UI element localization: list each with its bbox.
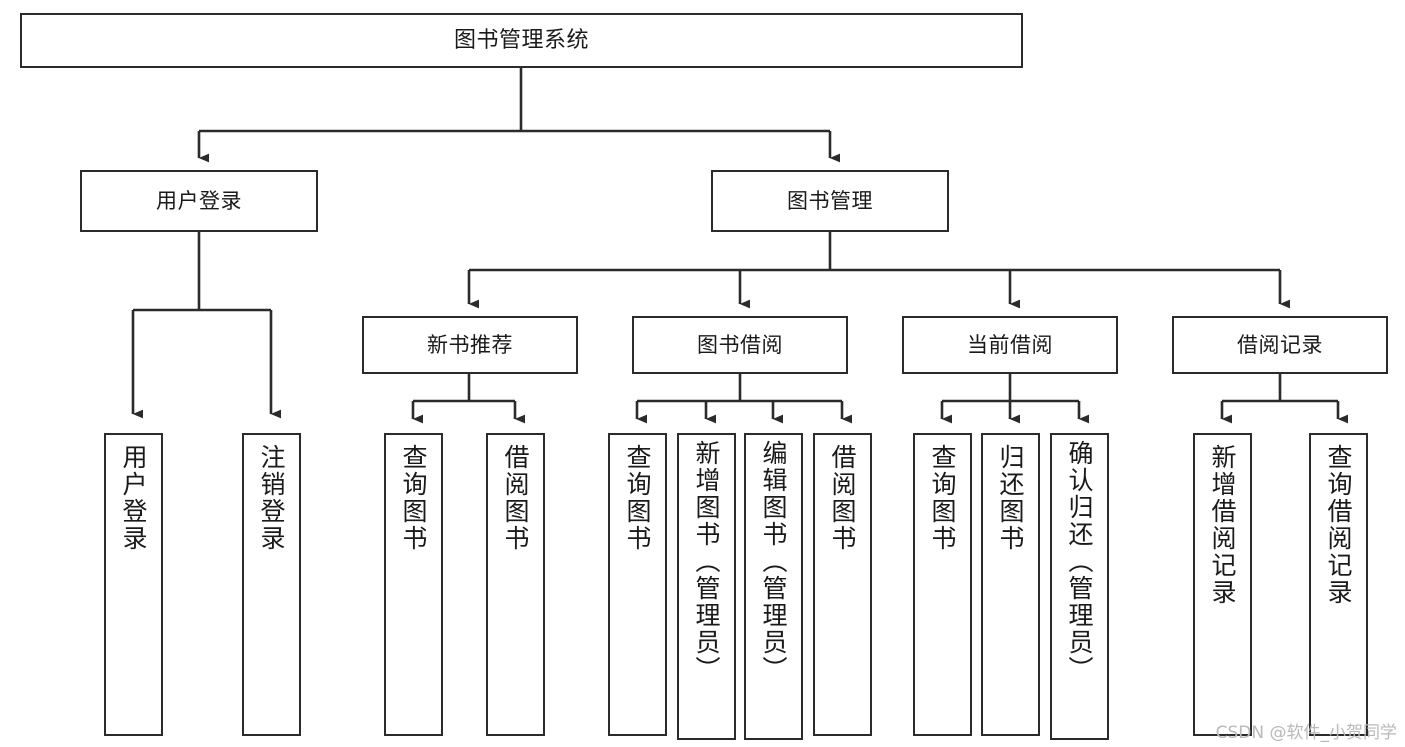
csdn-watermark: CSDN @软件_小贺同学 [1215,723,1397,743]
node-current-borrow-label: 当前借阅 [967,332,1053,357]
node-leaf-query-book-borrow[interactable]: 查询图书 [608,433,667,736]
node-leaf-borrow-book-borrow-label: 借阅图书 [828,444,857,552]
node-leaf-confirm-return-admin-label: 确认归还（管理员） [1065,440,1094,683]
node-leaf-logout-label: 注销登录 [257,444,286,552]
node-leaf-query-borrow-record[interactable]: 查询借阅记录 [1309,433,1368,736]
node-leaf-return-book-label: 归还图书 [996,444,1025,552]
connector-bookborrow-to-leaves [635,374,853,424]
node-leaf-user-login[interactable]: 用户登录 [104,433,163,736]
node-new-book-recommend[interactable]: 新书推荐 [362,316,578,374]
node-book-management-label: 图书管理 [787,188,873,213]
node-current-borrow[interactable]: 当前借阅 [902,316,1118,374]
node-leaf-logout[interactable]: 注销登录 [242,433,301,736]
node-leaf-query-borrow-record-label: 查询借阅记录 [1324,444,1353,606]
node-leaf-borrow-book-borrow[interactable]: 借阅图书 [813,433,872,736]
node-leaf-add-borrow-record[interactable]: 新增借阅记录 [1193,433,1252,736]
node-book-borrow[interactable]: 图书借阅 [632,316,848,374]
connector-borrowrecord-to-leaves [1220,374,1349,424]
node-leaf-return-book[interactable]: 归还图书 [981,433,1040,736]
node-leaf-borrow-book-recommend[interactable]: 借阅图书 [486,433,545,736]
connector-newbook-to-leaves [411,374,526,424]
node-leaf-add-borrow-record-label: 新增借阅记录 [1208,444,1237,606]
node-book-management[interactable]: 图书管理 [711,170,949,232]
node-leaf-add-book-admin[interactable]: 新增图书（管理员） [677,433,736,740]
node-leaf-borrow-book-recommend-label: 借阅图书 [501,444,530,552]
node-leaf-edit-book-admin-label: 编辑图书（管理员） [759,440,788,683]
node-root-label: 图书管理系统 [453,27,589,53]
node-user-login[interactable]: 用户登录 [80,170,318,232]
connector-bookmgmt-to-level3 [467,232,1291,309]
node-leaf-add-book-admin-label: 新增图书（管理员） [692,440,721,683]
node-leaf-user-login-label: 用户登录 [119,444,148,552]
node-leaf-query-book-recommend[interactable]: 查询图书 [384,433,443,736]
node-leaf-confirm-return-admin[interactable]: 确认归还（管理员） [1050,433,1109,740]
node-leaf-query-book-borrow-label: 查询图书 [623,444,652,552]
node-borrow-record-label: 借阅记录 [1237,332,1323,357]
node-leaf-query-book-current[interactable]: 查询图书 [913,433,972,736]
node-root-book-management-system[interactable]: 图书管理系统 [20,13,1023,68]
connector-root-to-level2 [197,68,841,163]
node-borrow-record[interactable]: 借阅记录 [1172,316,1388,374]
connector-currentborrow-to-leaves [940,374,1090,424]
node-book-borrow-label: 图书借阅 [697,332,783,357]
connector-userlogin-to-leaves [131,232,282,419]
node-new-book-recommend-label: 新书推荐 [427,332,513,357]
node-leaf-edit-book-admin[interactable]: 编辑图书（管理员） [744,433,803,740]
node-leaf-query-book-current-label: 查询图书 [928,444,957,552]
node-user-login-label: 用户登录 [156,188,242,213]
node-leaf-query-book-recommend-label: 查询图书 [399,444,428,552]
